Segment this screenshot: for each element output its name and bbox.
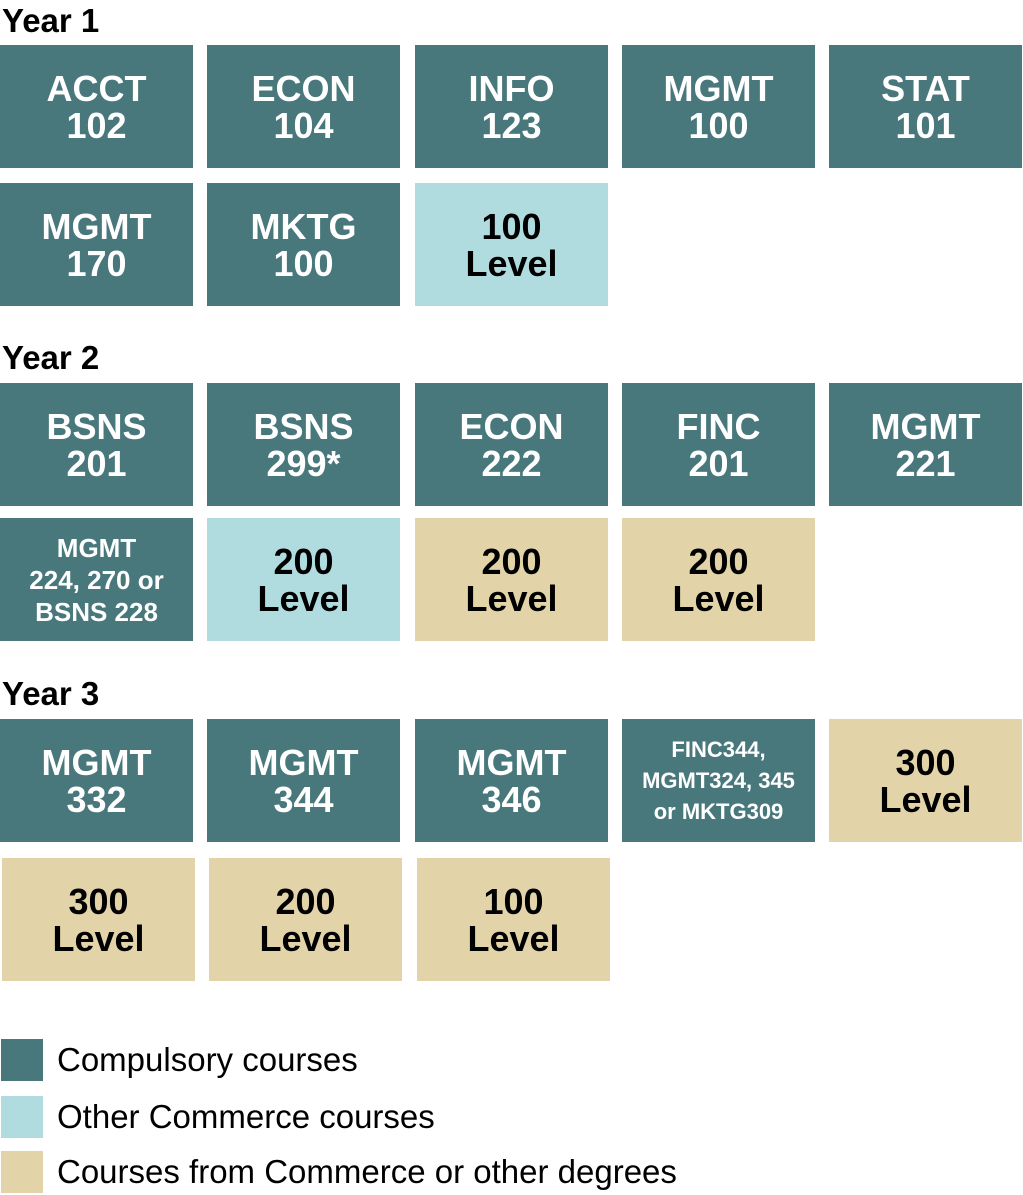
legend-label: Compulsory courses bbox=[57, 1041, 358, 1078]
legend-other-commerce: Other Commerce courses bbox=[1, 1096, 435, 1138]
course-mgmt100: MGMT 100 bbox=[622, 45, 815, 168]
legend-compulsory: Compulsory courses bbox=[1, 1039, 358, 1081]
course-bsns299: BSNS 299* bbox=[207, 383, 400, 506]
year-1-heading: Year 1 bbox=[2, 2, 100, 39]
year-2-heading: Year 2 bbox=[2, 339, 100, 376]
course-100-level: 100 Level bbox=[415, 183, 608, 306]
legend-label: Other Commerce courses bbox=[57, 1098, 435, 1135]
legend-swatch bbox=[1, 1151, 43, 1193]
legend-other-degrees: Courses from Commerce or other degrees bbox=[1, 1151, 677, 1193]
legend-label: Courses from Commerce or other degrees bbox=[57, 1153, 677, 1190]
course-econ222: ECON 222 bbox=[415, 383, 608, 506]
legend-swatch bbox=[1, 1039, 43, 1081]
course-mgmt170: MGMT 170 bbox=[0, 183, 193, 306]
course-finc-mgmt-mktg-option: FINC344, MGMT324, 345 or MKTG309 bbox=[622, 719, 815, 842]
course-mgmt221: MGMT 221 bbox=[829, 383, 1022, 506]
course-finc201: FINC 201 bbox=[622, 383, 815, 506]
course-200-level: 200 Level bbox=[209, 858, 402, 981]
legend-swatch bbox=[1, 1096, 43, 1138]
year-3-heading: Year 3 bbox=[2, 675, 100, 712]
course-mgmt346: MGMT 346 bbox=[415, 719, 608, 842]
course-mgmt332: MGMT 332 bbox=[0, 719, 193, 842]
course-300-level: 300 Level bbox=[2, 858, 195, 981]
course-100-level: 100 Level bbox=[417, 858, 610, 981]
course-mgmt344: MGMT 344 bbox=[207, 719, 400, 842]
course-acct102: ACCT 102 bbox=[0, 45, 193, 168]
course-mgmt-option: MGMT 224, 270 or BSNS 228 bbox=[0, 518, 193, 641]
course-200-level-commerce: 200 Level bbox=[207, 518, 400, 641]
course-mktg100: MKTG 100 bbox=[207, 183, 400, 306]
course-300-level: 300 Level bbox=[829, 719, 1022, 842]
course-200-level-elective: 200 Level bbox=[622, 518, 815, 641]
course-info123: INFO 123 bbox=[415, 45, 608, 168]
course-bsns201: BSNS 201 bbox=[0, 383, 193, 506]
course-200-level-elective: 200 Level bbox=[415, 518, 608, 641]
course-stat101: STAT 101 bbox=[829, 45, 1022, 168]
course-econ104: ECON 104 bbox=[207, 45, 400, 168]
